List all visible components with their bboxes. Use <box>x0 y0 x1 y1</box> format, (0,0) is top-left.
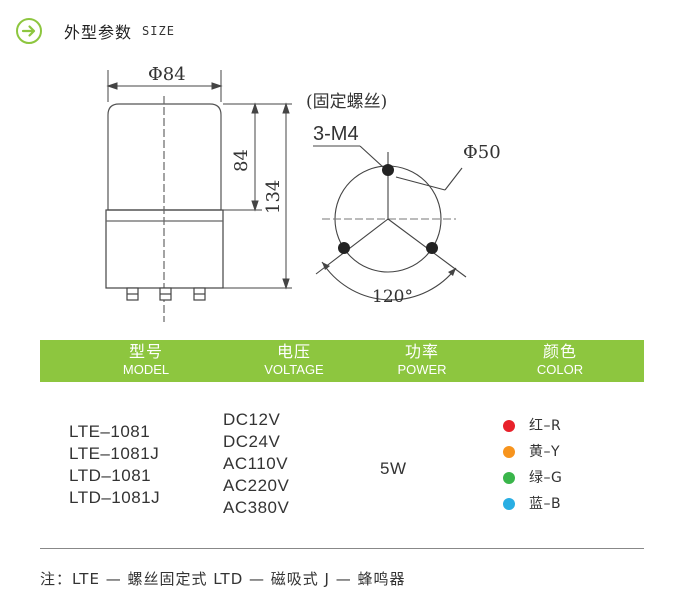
fixing-label: (固定螺丝) <box>306 92 387 112</box>
red-dot-icon <box>503 420 515 432</box>
color-item-blue: 蓝–B <box>503 491 562 517</box>
color-item-yellow: 黄–Y <box>503 439 562 465</box>
header-model: 型号 MODEL <box>122 342 170 377</box>
voltage-item: AC110V <box>223 454 289 473</box>
section-subtitle: SIZE <box>142 24 175 38</box>
voltage-item: DC12V <box>223 410 281 429</box>
power-value: 5W <box>380 459 407 478</box>
side-view <box>105 96 224 322</box>
arrow-right-circle-icon <box>16 18 42 44</box>
diameter-label: Φ84 <box>148 64 186 85</box>
voltage-list: DC12V DC24V AC110V AC220V AC380V <box>223 409 289 519</box>
green-dot-icon <box>503 472 515 484</box>
color-list: 红–R 黄–Y 绿–G 蓝–B <box>503 413 562 517</box>
angle-label: 120° <box>372 287 413 307</box>
color-item-red: 红–R <box>503 413 562 439</box>
section-title: 外型参数 <box>64 23 133 42</box>
voltage-item: DC24V <box>223 432 281 451</box>
divider <box>40 548 644 549</box>
footnote: 注：LTE — 螺丝固定式 LTD — 磁吸式 J — 蜂鸣器 <box>40 570 406 588</box>
table-header: 型号 MODEL 电压 VOLTAGE 功率 POWER 颜色 COLOR <box>40 340 644 382</box>
height-dimensions <box>223 102 292 290</box>
model-list: LTE–1081 LTE–1081J LTD–1081 LTD–1081J <box>69 421 160 509</box>
dimension-drawing: Φ84 84 134 (固定螺丝) 3-M4 Φ50 120° <box>105 64 501 322</box>
screw-holes <box>338 164 438 254</box>
model-item: LTE–1081 <box>69 422 151 441</box>
height-inner-label: 84 <box>231 149 252 172</box>
height-total-label: 134 <box>263 180 284 214</box>
header-voltage: 电压 VOLTAGE <box>264 342 324 377</box>
diameter-dimension <box>106 70 223 102</box>
header-power: 功率 POWER <box>397 342 447 377</box>
header-color: 颜色 COLOR <box>536 342 584 377</box>
color-item-green: 绿–G <box>503 465 562 491</box>
section-header: 外型参数 SIZE <box>16 16 175 46</box>
screw-label: 3-M4 <box>313 123 359 145</box>
base-diameter-label: Φ50 <box>463 142 501 163</box>
model-item: LTD–1081 <box>69 466 152 485</box>
model-item: LTE–1081J <box>69 444 160 463</box>
yellow-dot-icon <box>503 446 515 458</box>
blue-dot-icon <box>503 498 515 510</box>
voltage-item: AC380V <box>223 498 290 517</box>
model-item: LTD–1081J <box>69 488 161 507</box>
voltage-item: AC220V <box>223 476 290 495</box>
